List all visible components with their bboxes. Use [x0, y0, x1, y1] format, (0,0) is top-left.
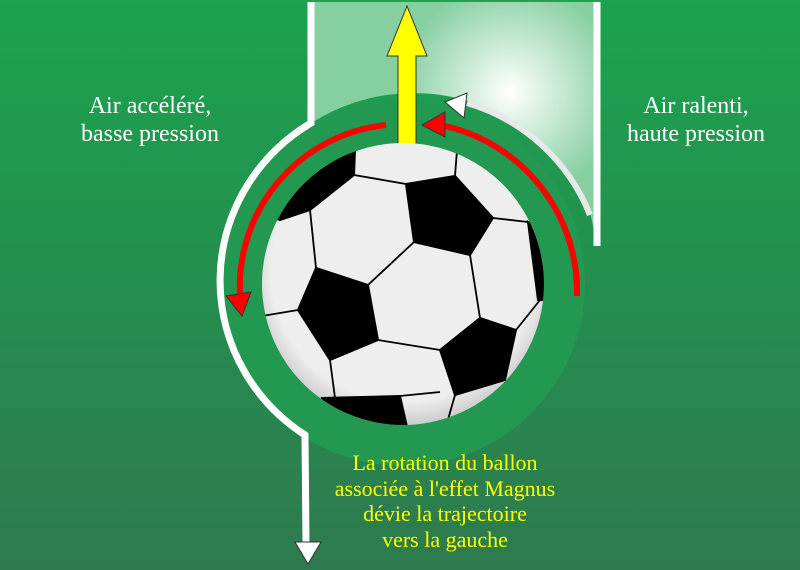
- left-airflow-arc: [236, 122, 387, 297]
- wake-region: [313, 2, 596, 240]
- left-label-line: Air accéléré,: [88, 93, 212, 119]
- caption-line: associée à l'effet Magnus: [334, 475, 556, 501]
- right-airflow-arc: [444, 123, 581, 297]
- caption: La rotation du ballon associée à l'effet…: [300, 450, 590, 552]
- wake-streamline: [466, 100, 593, 217]
- caption-line: vers la gauche: [382, 526, 508, 552]
- left-streamline: [216, 2, 315, 546]
- right-label-line: Air ralenti,: [643, 93, 749, 119]
- force-arrow-up-icon: [386, 4, 428, 146]
- trajectory-arrow-down-icon: [294, 541, 322, 565]
- right-label: Air ralenti, haute pression: [596, 92, 796, 148]
- caption-line: dévie la trajectoire: [363, 501, 527, 526]
- left-label: Air accéléré, basse pression: [30, 92, 270, 148]
- right-label-line: haute pression: [627, 121, 765, 147]
- left-airflow-arrow-icon: [225, 291, 252, 317]
- right-airflow-arrow-icon: [420, 111, 446, 138]
- wake-arrow-icon: [444, 92, 468, 119]
- left-label-line: basse pression: [81, 121, 219, 147]
- caption-line: La rotation du ballon: [352, 450, 538, 475]
